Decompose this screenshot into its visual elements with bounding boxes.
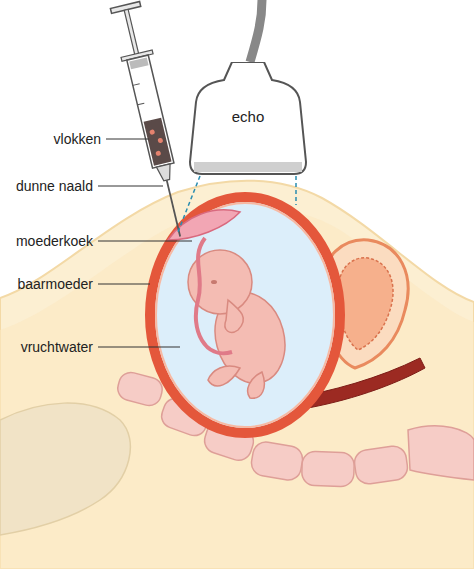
beam-line <box>295 176 297 205</box>
umbilical-cord <box>196 238 232 353</box>
ultrasound-probe: echo <box>188 62 308 177</box>
part-label: moederkoek <box>16 232 93 250</box>
body <box>0 181 474 569</box>
uterus-lining <box>156 203 334 427</box>
part-label: vlokken <box>54 130 101 148</box>
syringe <box>109 1 195 240</box>
part-label: dunne naald <box>16 177 93 195</box>
bladder-inner <box>338 258 393 350</box>
leader-lines <box>98 139 192 347</box>
placenta <box>168 210 240 240</box>
probe-label: echo <box>188 108 308 126</box>
probe-cable <box>250 0 262 62</box>
pelvis <box>0 403 130 535</box>
part-label: baarmoeder <box>18 275 94 293</box>
fetus <box>188 250 295 398</box>
beam-line <box>178 176 200 232</box>
part-label: vruchtwater <box>21 338 93 356</box>
